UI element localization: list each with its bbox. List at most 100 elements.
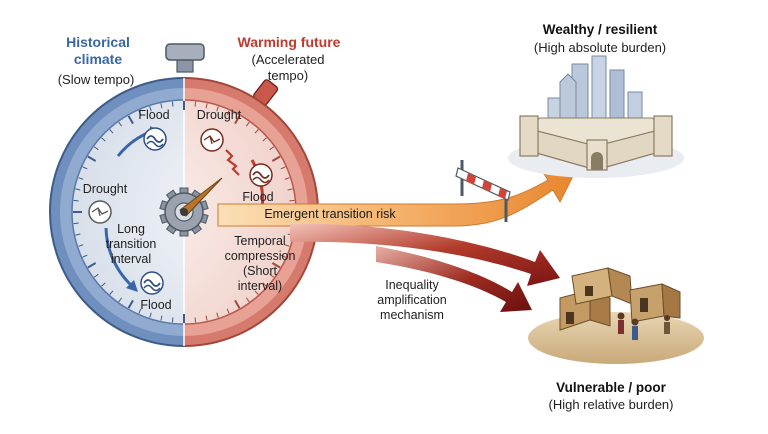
dial-tick [284, 244, 290, 247]
flood-label-warming: Flood [242, 190, 274, 204]
dial-tick [171, 317, 174, 323]
compression-line4: interval) [237, 279, 283, 293]
warming-subtitle-line2: tempo) [267, 67, 309, 83]
historical-climate-title: Historical climate [52, 34, 144, 68]
dial-tick [101, 137, 106, 142]
dial-tick [205, 103, 208, 109]
heat-zigzag-icon [225, 149, 240, 176]
dial-tick [127, 299, 134, 309]
dial-tick [109, 129, 114, 134]
interval-line3: interval [110, 252, 152, 266]
compression-line2: compression [224, 249, 296, 263]
interval-line1: Long [117, 222, 145, 236]
emergent-transition-risk-arrow [217, 167, 577, 227]
dial-tick [287, 188, 293, 191]
dial-tick [254, 290, 259, 295]
dial-tick [226, 308, 230, 314]
dial-tick [160, 315, 163, 321]
dial-tick [93, 146, 99, 151]
dial-tick [234, 299, 241, 309]
dial-tick [284, 177, 290, 180]
warming-subtitle: (Accelerated tempo) [238, 52, 338, 83]
wealthy-subtitle: (High absolute burden) [533, 40, 667, 55]
dial-tick [109, 290, 114, 295]
dial-tick [194, 317, 197, 323]
historical-title-line2: climate [73, 50, 123, 67]
dial-tick [82, 254, 88, 258]
compression-line1: Temporal [234, 234, 286, 248]
warming-future-title: Warming future [237, 34, 341, 50]
dial-tick [269, 146, 275, 151]
dial-tick [78, 177, 84, 180]
dial-tick [138, 308, 142, 314]
flood-icon-historical-bottom [140, 271, 164, 295]
vulnerable-subtitle: (High relative burden) [548, 397, 674, 412]
dial-tick [271, 262, 281, 269]
stopwatch [49, 43, 319, 347]
vulnerable-village-icon [528, 267, 704, 364]
dial-tick [118, 121, 123, 127]
person-figures [617, 312, 670, 340]
dial-tick [269, 273, 275, 278]
dial-tick [194, 101, 197, 107]
historical-cycle-arrow-bottom [104, 227, 134, 288]
dial-tick [75, 188, 81, 191]
flood-icon-warming [249, 163, 273, 187]
dial-tick [87, 262, 97, 269]
flood-label-historical-top: Flood [138, 108, 170, 122]
wealthy-city-fortress-icon [508, 55, 684, 178]
dial-tick [93, 273, 99, 278]
flood-label-historical-bottom: Flood [140, 298, 172, 312]
drought-icon-historical [88, 200, 112, 224]
wealthy-title: Wealthy / resilient [542, 22, 658, 37]
drought-label-warming: Drought [196, 108, 242, 122]
emergent-transition-risk-label: Emergent transition risk [264, 207, 396, 221]
dial-tick [289, 199, 295, 202]
dial-tick [87, 155, 97, 162]
stopwatch-crown [165, 43, 205, 61]
flood-icon-historical-top [143, 127, 167, 151]
dial-tick [262, 137, 267, 142]
dial-tick [73, 222, 79, 225]
dial-tick [245, 121, 250, 127]
dial-tick [245, 297, 250, 303]
dial-tick [82, 166, 88, 170]
drought-label-historical: Drought [82, 182, 128, 196]
temporal-compression-label: Temporal compression (Short interval) [218, 234, 302, 294]
vulnerable-arrow-upper [290, 223, 560, 286]
road-barrier-icon [455, 160, 511, 222]
dial-tick [101, 282, 106, 287]
compression-line3: (Short [242, 264, 278, 278]
dial-tick [78, 244, 84, 247]
mechanism-line2: amplification [377, 293, 447, 307]
dial-tick [271, 155, 281, 162]
dial-face-left [71, 99, 184, 325]
inequality-mechanism-label: Inequality amplification mechanism [362, 278, 462, 323]
mechanism-line3: mechanism [380, 308, 444, 322]
dial-tick [226, 110, 230, 116]
dial-tick [280, 166, 286, 170]
vulnerable-title: Vulnerable / poor [556, 380, 666, 395]
dial-tick [149, 312, 152, 318]
dial-tick [138, 110, 142, 116]
dial-tick [127, 115, 134, 125]
dial-tick [118, 297, 123, 303]
dial-tick [171, 101, 174, 107]
vulnerable-arrow-lower [376, 246, 532, 312]
mechanism-line1: Inequality [385, 278, 439, 292]
long-transition-interval-label: Long transition interval [96, 222, 166, 267]
interval-line2: transition [105, 237, 157, 251]
dial-tick [262, 282, 267, 287]
historical-title-line1: Historical [66, 34, 130, 50]
dial-tick [75, 233, 81, 236]
dial-tick [160, 103, 163, 109]
dial-tick [254, 129, 259, 134]
historical-subtitle: (Slow tempo) [57, 72, 135, 87]
drought-icon-warming [200, 128, 224, 152]
dial-tick [149, 106, 152, 112]
warming-subtitle-line1: (Accelerated [251, 52, 325, 67]
dial-tick [73, 199, 79, 202]
dial-tick [216, 312, 219, 318]
dial-tick [216, 106, 219, 112]
